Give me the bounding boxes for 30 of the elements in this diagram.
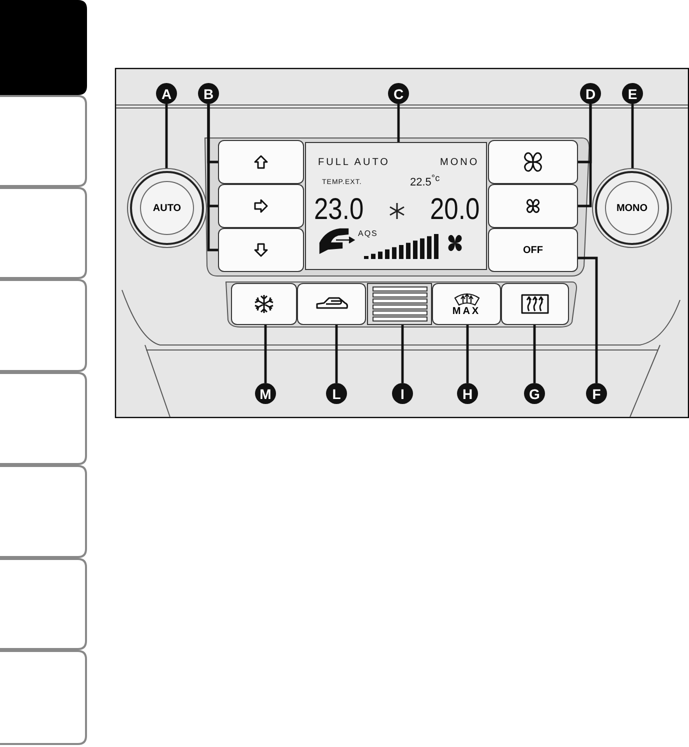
button (218, 228, 304, 272)
display-label: AQS (358, 229, 378, 238)
button (297, 283, 366, 325)
temperature-reading: 20.0 (430, 193, 480, 227)
button (218, 184, 304, 228)
leader-line (578, 104, 592, 208)
button-label: MAX (452, 306, 481, 316)
leader-line (533, 325, 536, 383)
temperature-reading: 23.0 (314, 193, 364, 227)
button (432, 283, 501, 325)
button (218, 140, 304, 184)
leader-line (264, 325, 267, 383)
button (231, 283, 297, 325)
button (501, 283, 569, 325)
leader-line (165, 104, 168, 171)
leader-line (207, 104, 218, 252)
display-label: FULL AUTO (318, 157, 390, 168)
air-vent (367, 283, 432, 325)
button: OFF (488, 228, 578, 272)
leader-line (631, 104, 634, 171)
button (488, 140, 578, 184)
leader-line (335, 325, 338, 383)
leader-line (397, 104, 400, 142)
leader-line (578, 256, 598, 383)
leader-line (401, 325, 404, 383)
outside-temperature: 22.5$^{°c}$ (410, 173, 440, 189)
lcd-display (305, 142, 487, 270)
display-label: MONO (440, 157, 480, 168)
leader-line (466, 325, 469, 383)
button (488, 184, 578, 228)
